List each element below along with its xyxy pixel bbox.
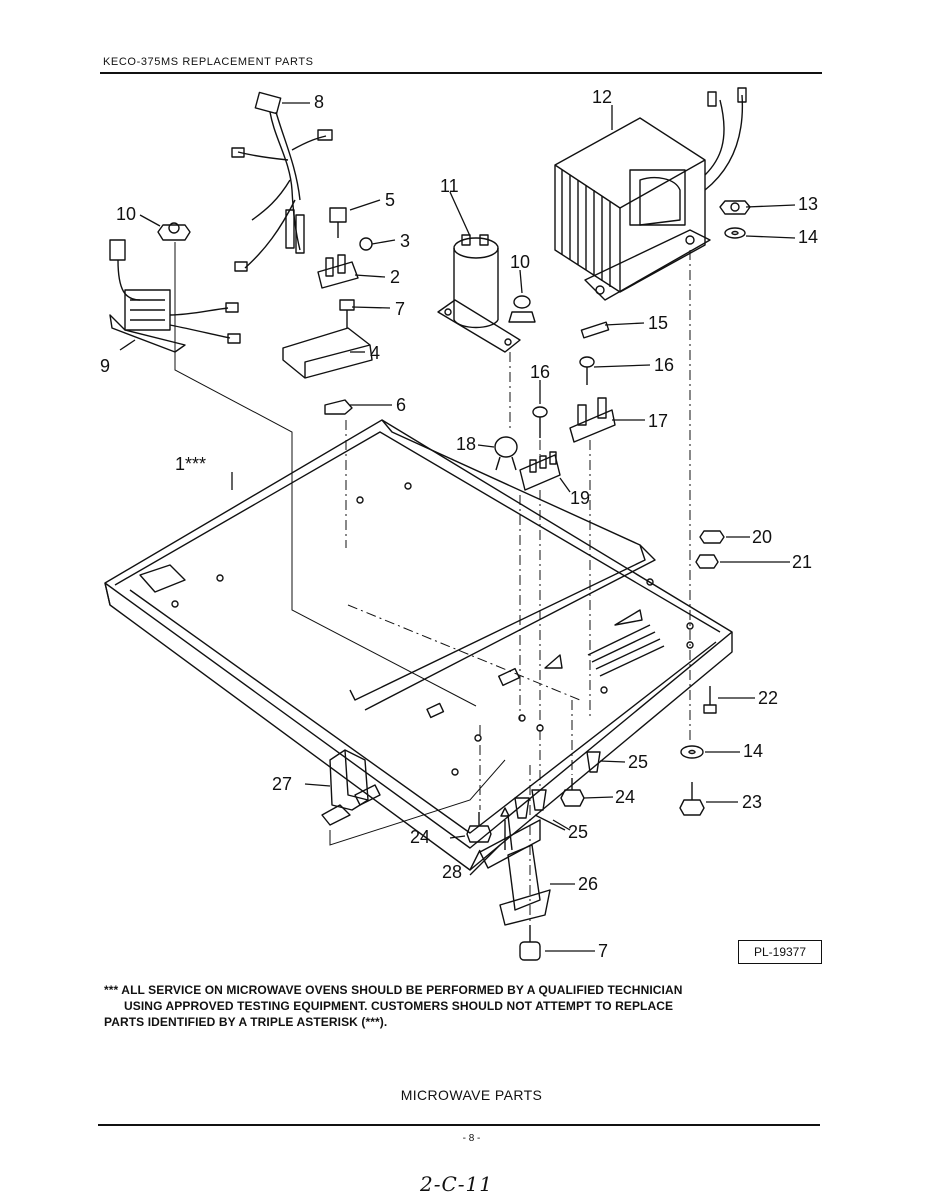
transformer	[554, 87, 747, 301]
pin-28	[500, 807, 510, 850]
header-rule	[100, 72, 822, 74]
callout-10-right: 10	[510, 252, 530, 272]
callout-25-top: 25	[628, 752, 648, 772]
footer-rule	[98, 1124, 820, 1126]
page-number: - 8 -	[462, 1133, 481, 1144]
screws-22-23	[679, 686, 717, 816]
page-header: KECO-375MS REPLACEMENT PARTS	[103, 56, 314, 68]
notice-line-3: PARTS IDENTIFIED BY A TRIPLE ASTERISK (*…	[104, 1015, 388, 1029]
callout-1: 1***	[175, 454, 206, 474]
capacitor	[437, 234, 521, 353]
callout-2: 2	[390, 267, 400, 287]
callout-23: 23	[742, 792, 762, 812]
notice-line-2: USING APPROVED TESTING EQUIPMENT. CUSTOM…	[124, 999, 674, 1013]
part-9-harness-block	[109, 239, 241, 353]
callout-14-bottom: 14	[743, 741, 763, 761]
service-notice: *** ALL SERVICE ON MICROWAVE OVENS SHOUL…	[104, 982, 794, 1030]
callout-25-bottom: 25	[568, 822, 588, 842]
callout-20: 20	[752, 527, 772, 547]
callout-13: 13	[798, 194, 818, 214]
callout-9: 9	[100, 356, 110, 376]
bracket-27	[321, 749, 381, 826]
terminal-block	[494, 406, 561, 491]
callout-7-bottom: 7	[598, 941, 608, 961]
part-10-diode	[508, 295, 536, 323]
callout-19: 19	[570, 488, 590, 508]
callout-8: 8	[314, 92, 324, 112]
callout-11: 11	[440, 176, 459, 196]
callout-10-left: 10	[116, 204, 136, 224]
handwritten-note: 2-C-11	[420, 1172, 493, 1196]
section-title: MICROWAVE PARTS	[400, 1087, 543, 1103]
callout-16-left: 16	[530, 362, 550, 382]
base-plate	[104, 419, 733, 871]
callout-12: 12	[592, 87, 612, 107]
callout-7: 7	[395, 299, 405, 319]
callout-4: 4	[370, 343, 380, 363]
callout-17: 17	[648, 411, 668, 431]
part-10-nut	[157, 222, 191, 241]
callout-28: 28	[442, 862, 462, 882]
callout-27: 27	[272, 774, 292, 794]
callout-6: 6	[396, 395, 406, 415]
callout-14-top: 14	[798, 227, 818, 247]
notice-line-1: *** ALL SERVICE ON MICROWAVE OVENS SHOUL…	[104, 983, 683, 997]
nuts-20-21	[695, 530, 725, 569]
callout-18: 18	[456, 434, 476, 454]
callout-16-right: 16	[654, 355, 674, 375]
callout-labels: 1*** 2 3 4 5 6 7 8 9 10 10 11 12 13 14 1…	[100, 87, 818, 961]
callout-5: 5	[385, 190, 395, 210]
nut-washer-13-14	[719, 200, 751, 239]
feet-24-25	[466, 751, 601, 843]
callout-21: 21	[792, 552, 812, 572]
callout-15: 15	[648, 313, 668, 333]
callout-26: 26	[578, 874, 598, 894]
callout-24-left: 24	[410, 827, 430, 847]
callout-3: 3	[400, 231, 410, 251]
plate-number-label: PL-19377	[738, 940, 822, 964]
wire-harness	[231, 91, 333, 272]
callout-22: 22	[758, 688, 778, 708]
fuse-and-holder	[569, 321, 616, 443]
callout-24-right: 24	[615, 787, 635, 807]
